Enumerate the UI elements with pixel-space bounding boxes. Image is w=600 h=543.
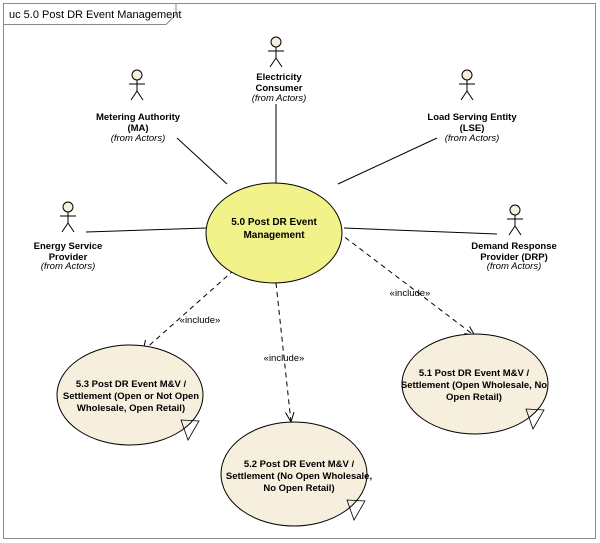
use-case-label-line-2: Settlement (No Open Wholesale,	[226, 471, 372, 482]
use-case-label-line-3: Open Retail)	[446, 392, 502, 403]
actor-name-line-1: Energy Service	[34, 241, 103, 252]
use-case-label-line-2: Settlement (Open Wholesale, No	[401, 380, 547, 391]
actor-name-line-1: Demand Response	[471, 241, 557, 252]
include-label-5-3: «include»	[180, 315, 221, 326]
actor-name-line-1: Metering Authority	[96, 112, 181, 123]
use-case-label-line-1: 5.0 Post DR Event	[231, 217, 317, 228]
association-drp	[343, 227, 498, 235]
associations	[85, 104, 498, 235]
association-lse	[337, 137, 438, 185]
actor-from-label: (from Actors)	[252, 93, 307, 104]
actor-from-label: (from Actors)	[111, 133, 166, 144]
note-fold-icon	[180, 419, 200, 441]
use-case-ellipse	[401, 333, 549, 435]
actor-name-line-2: Provider (DRP)	[480, 252, 548, 263]
actor-load-serving-entity: Load Serving Entity (LSE) (from Actors)	[427, 69, 517, 144]
stick-figure-icon	[60, 201, 76, 233]
use-case-label-line-1: 5.2 Post DR Event M&V /	[244, 459, 355, 470]
actor-name-line-2: Consumer	[256, 83, 303, 94]
actor-from-label: (from Actors)	[41, 261, 96, 272]
use-case-5-1[interactable]: 5.1 Post DR Event M&V / Settlement (Open…	[401, 333, 549, 435]
use-case-ellipse	[205, 182, 343, 284]
actor-name-line-2: (LSE)	[460, 123, 485, 134]
actor-from-label: (from Actors)	[445, 133, 500, 144]
use-case-label-line-2: Settlement (Open or Not Open	[63, 391, 199, 402]
use-case-5-2[interactable]: 5.2 Post DR Event M&V / Settlement (No O…	[220, 421, 372, 527]
stick-figure-icon	[459, 69, 475, 101]
actor-energy-service-provider: Energy Service Provider (from Actors)	[34, 201, 103, 272]
actor-metering-authority: Metering Authority (MA) (from Actors)	[96, 69, 181, 144]
use-case-5-3[interactable]: 5.3 Post DR Event M&V / Settlement (Open…	[56, 344, 204, 446]
actor-name-line-1: Load Serving Entity	[427, 112, 517, 123]
frame-title: uc 5.0 Post DR Event Management	[9, 9, 181, 21]
stick-figure-icon	[268, 36, 284, 68]
actor-from-label: (from Actors)	[487, 261, 542, 272]
use-case-ellipse	[56, 344, 204, 446]
include-arrowhead-5-2	[285, 411, 295, 424]
note-fold-icon	[346, 499, 366, 521]
use-case-label-line-3: No Open Retail)	[263, 483, 334, 494]
diagram-frame: uc 5.0 Post DR Event Management	[3, 3, 596, 539]
stick-figure-icon	[129, 69, 145, 101]
actor-name-line-2: (MA)	[127, 123, 148, 134]
include-line-5-1	[337, 231, 476, 337]
use-case-ellipse	[220, 421, 368, 527]
include-label-5-1: «include»	[390, 288, 431, 299]
use-case-label-line-2: Management	[243, 230, 305, 241]
include-line-5-3	[142, 269, 235, 352]
use-case-5-0[interactable]: 5.0 Post DR Event Management	[205, 182, 343, 284]
actor-name-line-2: Provider	[49, 252, 88, 263]
actor-name-line-1: Electricity	[256, 72, 302, 83]
association-metering	[176, 137, 228, 185]
use-case-label-line-1: 5.1 Post DR Event M&V /	[419, 368, 530, 379]
actor-demand-response-provider: Demand Response Provider (DRP) (from Act…	[471, 204, 557, 272]
actor-electricity-consumer: Electricity Consumer (from Actors)	[252, 36, 307, 104]
include-label-5-2: «include»	[264, 353, 305, 364]
stick-figure-icon	[507, 204, 523, 236]
note-fold-icon	[525, 408, 545, 430]
association-esp	[85, 227, 207, 233]
use-case-label-line-3: Wholesale, Open Retail)	[77, 403, 185, 414]
use-case-label-line-1: 5.3 Post DR Event M&V /	[76, 379, 187, 390]
